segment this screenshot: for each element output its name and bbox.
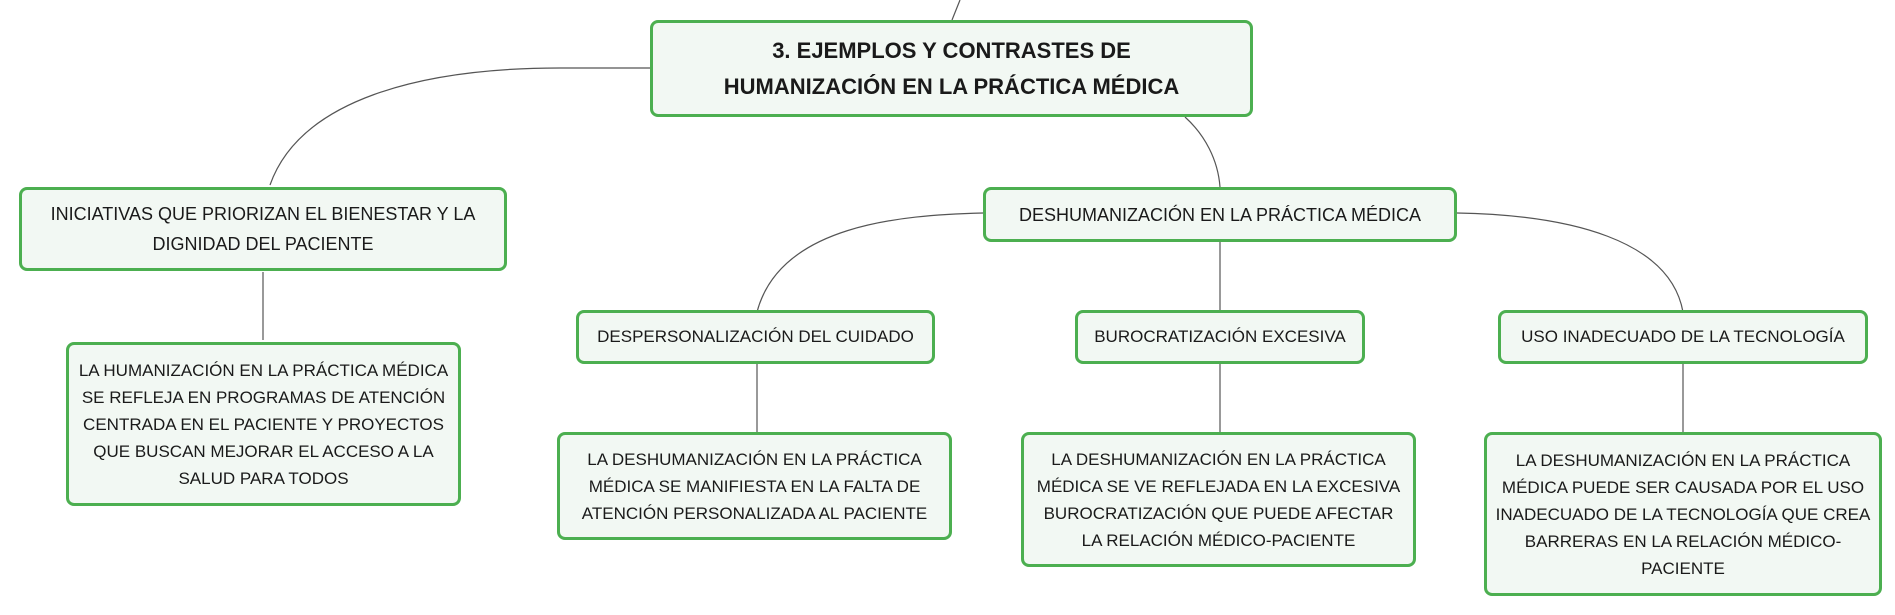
node-despersonalizacion[interactable]: DESPERSONALIZACIÓN DEL CUIDADO: [576, 310, 935, 364]
node-despersonalizacion-detail-text: LA DESHUMANIZACIÓN EN LA PRÁCTICA MÉDICA…: [581, 449, 928, 523]
node-iniciativas-detail-text: LA HUMANIZACIÓN EN LA PRÁCTICA MÉDICA SE…: [78, 360, 449, 488]
node-tecnologia-detail[interactable]: LA DESHUMANIZACIÓN EN LA PRÁCTICA MÉDICA…: [1484, 432, 1882, 596]
node-deshumanizacion[interactable]: DESHUMANIZACIÓN EN LA PRÁCTICA MÉDICA: [983, 187, 1457, 242]
node-despersonalizacion-label: DESPERSONALIZACIÓN DEL CUIDADO: [597, 327, 914, 346]
connector-root-left: [269, 67, 650, 186]
node-iniciativas-detail[interactable]: LA HUMANIZACIÓN EN LA PRÁCTICA MÉDICA SE…: [66, 342, 461, 506]
node-tecnologia-detail-text: LA DESHUMANIZACIÓN EN LA PRÁCTICA MÉDICA…: [1495, 450, 1871, 578]
node-iniciativas[interactable]: INICIATIVAS QUE PRIORIZAN EL BIENESTAR Y…: [19, 187, 507, 271]
node-burocratizacion-detail[interactable]: LA DESHUMANIZACIÓN EN LA PRÁCTICA MÉDICA…: [1021, 432, 1416, 567]
root-node[interactable]: 3. EJEMPLOS Y CONTRASTES DE HUMANIZACIÓN…: [650, 20, 1253, 117]
connector-root-parent: [951, 0, 961, 21]
connector-right-tecno: [1456, 212, 1684, 313]
connector-right-despers: [756, 212, 984, 313]
connector-root-right: [1184, 116, 1221, 188]
node-tecnologia-label: USO INADECUADO DE LA TECNOLOGÍA: [1521, 327, 1845, 346]
node-burocratizacion-detail-text: LA DESHUMANIZACIÓN EN LA PRÁCTICA MÉDICA…: [1036, 449, 1401, 550]
node-despersonalizacion-detail[interactable]: LA DESHUMANIZACIÓN EN LA PRÁCTICA MÉDICA…: [557, 432, 952, 540]
root-label: 3. EJEMPLOS Y CONTRASTES DE HUMANIZACIÓN…: [723, 37, 1180, 99]
node-iniciativas-label: INICIATIVAS QUE PRIORIZAN EL BIENESTAR Y…: [50, 204, 476, 254]
node-deshumanizacion-label: DESHUMANIZACIÓN EN LA PRÁCTICA MÉDICA: [1018, 204, 1422, 225]
node-burocratizacion[interactable]: BUROCRATIZACIÓN EXCESIVA: [1075, 310, 1365, 364]
node-burocratizacion-label: BUROCRATIZACIÓN EXCESIVA: [1094, 327, 1346, 346]
node-tecnologia[interactable]: USO INADECUADO DE LA TECNOLOGÍA: [1498, 310, 1868, 364]
